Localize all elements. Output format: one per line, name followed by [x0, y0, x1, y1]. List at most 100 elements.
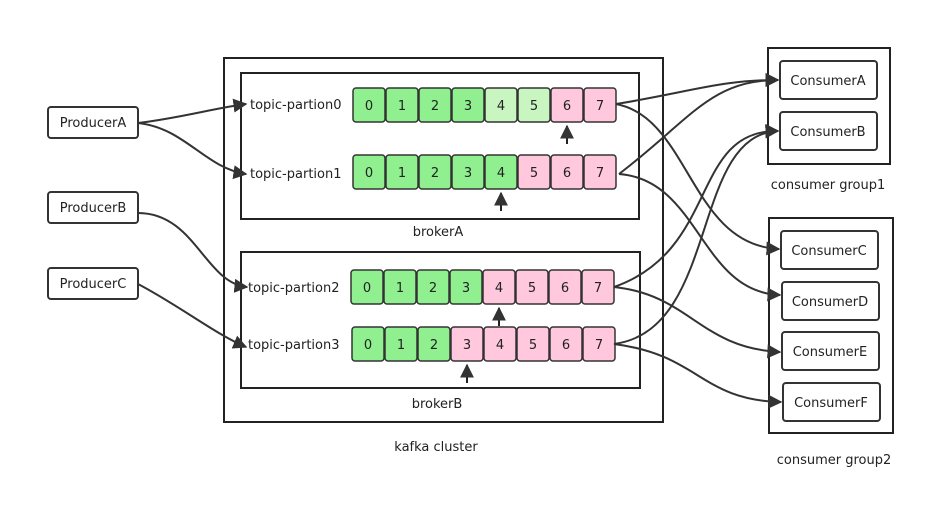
partition-cell: [418, 154, 452, 190]
partition-cell-label: 2: [430, 338, 438, 353]
broker-a-label: brokerA: [413, 225, 464, 240]
broker-a-frame: [240, 72, 640, 220]
partition-cell-label: 3: [463, 338, 471, 353]
partition-cell-label: 4: [496, 338, 504, 353]
consumer-e-label: ConsumerE: [793, 345, 868, 360]
partition-cell-label: 2: [431, 99, 439, 114]
consumer-f-label: ConsumerF: [794, 396, 868, 411]
partition-cell-label: 6: [563, 99, 571, 114]
consumer-b-box: [779, 111, 878, 151]
partition-cell-label: 6: [561, 281, 569, 296]
consumer-a-label: ConsumerA: [790, 74, 865, 89]
producer-b-box: [47, 191, 139, 224]
partition-cell: [451, 154, 485, 190]
partition0-to-consumer-c-arrow: [615, 103, 781, 256]
partition-cell: [483, 326, 517, 362]
partition-cell: [583, 154, 617, 190]
partition-cell: [352, 87, 386, 123]
broker-b-frame: [240, 251, 641, 389]
partition-cell-label: 0: [363, 281, 371, 296]
partition-cell: [517, 87, 551, 123]
partition-cell-label: 7: [596, 99, 604, 114]
consumer-e-box: [781, 331, 880, 371]
partition-cell: [385, 154, 419, 190]
producer-a-to-partition0-arrow: [137, 98, 248, 124]
partition1-to-consumer-a-arrow: [618, 73, 780, 175]
partition-cell: [350, 269, 384, 305]
partition2-to-consumer-e-arrow: [613, 286, 782, 359]
partition-cell-label: 1: [397, 338, 405, 353]
partition-cell-label: 4: [495, 281, 503, 296]
partition-label: topic-partion1: [250, 167, 342, 182]
partition-cell: [482, 269, 516, 305]
partition-cell-label: 5: [530, 99, 538, 114]
broker-b-label: brokerB: [412, 397, 463, 412]
partition-cell: [416, 269, 450, 305]
partition-cell-label: 1: [398, 99, 406, 114]
partition-cell-label: 0: [364, 338, 372, 353]
partition-cell-label: 5: [529, 338, 537, 353]
consumer-d-label: ConsumerD: [792, 295, 868, 310]
partition-cell-label: 5: [528, 281, 536, 296]
partition-cell-label: 2: [431, 166, 439, 181]
partition-cell: [451, 87, 485, 123]
partition-label: topic-partion2: [248, 281, 340, 296]
partition-cell-label: 3: [464, 99, 472, 114]
partition-cell: [351, 326, 385, 362]
partition3-to-consumer-b-arrow: [613, 124, 780, 345]
consumer-d-box: [781, 281, 880, 321]
partition-cell-label: 6: [562, 338, 570, 353]
partition-cell-label: 4: [497, 99, 505, 114]
partition-cell-label: 4: [497, 166, 505, 181]
partition0-to-consumer-a-arrow: [615, 73, 780, 105]
partition-row-0: 0 1 2 3 4 5 6 7: [352, 87, 617, 144]
partition-label: topic-partion3: [248, 338, 340, 353]
partition-cell-label: 1: [396, 281, 404, 296]
partition-cell: [449, 269, 483, 305]
partition-cell: [517, 154, 551, 190]
partition-cell: [516, 326, 550, 362]
partition-cell-label: 3: [462, 281, 470, 296]
partition-cell-label: 7: [596, 166, 604, 181]
partition-cell: [484, 87, 518, 123]
partition-cell-label: 0: [365, 99, 373, 114]
partition-label: topic-partion0: [250, 98, 342, 113]
partition-cell-label: 7: [594, 281, 602, 296]
partition3-to-consumer-f-arrow: [613, 343, 783, 409]
partition-cell-label: 2: [429, 281, 437, 296]
partition-cell: [383, 269, 417, 305]
partition2-to-consumer-b-arrow: [613, 123, 780, 288]
partition-cell: [548, 269, 582, 305]
partition1-to-consumer-d-arrow: [618, 173, 782, 302]
producer-c-box: [47, 267, 139, 300]
partition-cell: [484, 154, 518, 190]
producer-b-label: ProducerB: [60, 201, 127, 216]
partition-cell: [384, 326, 418, 362]
partition-cell-label: 5: [530, 166, 538, 181]
consumer-a-box: [779, 60, 878, 100]
consumer-b-label: ConsumerB: [790, 125, 865, 140]
partition-cell: [550, 87, 584, 123]
partition-cell: [352, 154, 386, 190]
partition-cell-label: 6: [563, 166, 571, 181]
partition-cell-label: 7: [595, 338, 603, 353]
partition-cell: [549, 326, 583, 362]
consumer-group2-label: consumer group2: [777, 453, 892, 468]
producer-b-to-partition2-arrow: [137, 212, 249, 293]
kafka-cluster-frame: [223, 57, 664, 423]
producer-a-to-partition1-arrow: [137, 122, 248, 180]
producer-c-label: ProducerC: [60, 277, 127, 292]
partition-cell: [418, 87, 452, 123]
consumer-group2-frame: [768, 217, 894, 434]
consumer-c-label: ConsumerC: [791, 244, 866, 259]
consumer-group1-frame: [767, 47, 891, 165]
partition-cell: [417, 326, 451, 362]
consumer-group1-label: consumer group1: [771, 178, 886, 193]
partition-cell-label: 0: [365, 166, 373, 181]
partition-row-2: 0 1 2 3 4 5 6 7: [350, 269, 615, 326]
cluster-label: kafka cluster: [394, 440, 478, 455]
partition-cell-label: 1: [398, 166, 406, 181]
partition-cell: [385, 87, 419, 123]
consumer-f-box: [782, 382, 881, 422]
